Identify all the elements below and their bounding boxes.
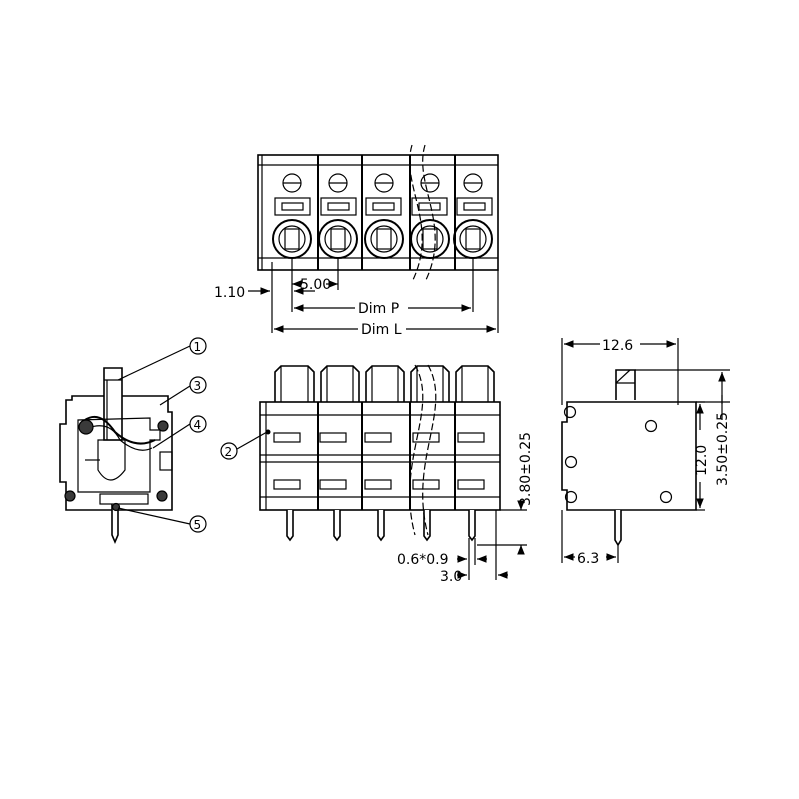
dim-6-3: 6.3 bbox=[577, 551, 599, 567]
callout-2: 2 bbox=[225, 445, 233, 459]
callout-4: 4 bbox=[194, 418, 202, 432]
top-cell-4 bbox=[410, 173, 450, 259]
front-view-dimensions: 3.80±0.25 0.6*0.9 3.0 bbox=[397, 432, 534, 585]
dim-3-0: 3.0 bbox=[440, 569, 462, 585]
front-pins bbox=[286, 510, 476, 542]
top-cell-2 bbox=[318, 173, 358, 259]
callouts: 1 3 4 5 2 bbox=[117, 337, 271, 533]
top-view-dimensions: 1.10 5.00 Dim P Dim L bbox=[214, 258, 499, 338]
front-view bbox=[259, 364, 501, 542]
side-view bbox=[561, 369, 697, 547]
break-line bbox=[409, 144, 423, 283]
top-cell-3 bbox=[364, 173, 404, 259]
break-line bbox=[422, 144, 436, 283]
break-line bbox=[409, 364, 424, 536]
section-view bbox=[59, 367, 173, 545]
dim-12-6: 12.6 bbox=[602, 338, 633, 354]
front-slots bbox=[273, 432, 485, 490]
dim-1-10: 1.10 bbox=[214, 285, 245, 301]
break-line bbox=[422, 364, 437, 536]
side-view-dimensions: 12.6 12.0 3.50±0.25 6.3 bbox=[561, 338, 731, 567]
dim-3-80: 3.80±0.25 bbox=[518, 432, 534, 506]
dim-3-50: 3.50±0.25 bbox=[715, 412, 731, 486]
top-view bbox=[257, 144, 499, 283]
dim-l: Dim L bbox=[361, 322, 402, 338]
dim-5-00: 5.00 bbox=[300, 277, 331, 293]
dim-p: Dim P bbox=[358, 301, 399, 317]
callout-1: 1 bbox=[194, 340, 202, 354]
push-buttons bbox=[274, 365, 495, 402]
dim-0-6x0-9: 0.6*0.9 bbox=[397, 552, 449, 568]
callout-3: 3 bbox=[194, 379, 202, 393]
callout-5: 5 bbox=[194, 518, 202, 532]
dim-12-0: 12.0 bbox=[694, 445, 710, 476]
